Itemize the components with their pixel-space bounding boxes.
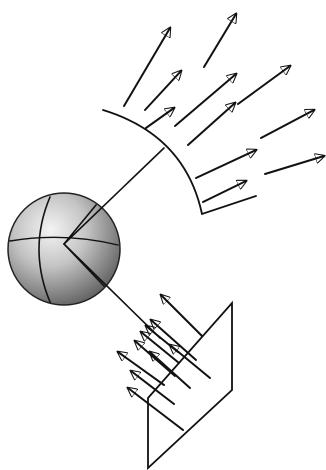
ray-arrow xyxy=(204,14,236,67)
sphere xyxy=(8,193,120,305)
plane-wavefront xyxy=(118,295,232,468)
plane-wavefront-rays xyxy=(118,295,210,430)
ray-arrow xyxy=(145,71,181,110)
ray-arrow xyxy=(203,181,246,202)
curved-wavefront-surface xyxy=(103,110,256,214)
ray-arrow xyxy=(175,74,236,126)
ray-arrow xyxy=(238,66,290,104)
ray-arrow xyxy=(151,320,196,360)
ray-arrow xyxy=(146,108,174,128)
curved-wavefront xyxy=(103,14,324,214)
ray-arrow xyxy=(128,388,183,430)
sphere-body xyxy=(8,193,120,305)
ray-arrow xyxy=(118,352,164,385)
ray-arrow xyxy=(265,156,324,174)
ray-arrow xyxy=(124,28,170,106)
curved-wavefront-rays xyxy=(124,14,324,202)
ray-arrow xyxy=(135,341,175,376)
ray-arrow xyxy=(161,295,202,336)
ray-arrow xyxy=(196,150,256,178)
ray-arrow xyxy=(261,110,314,138)
